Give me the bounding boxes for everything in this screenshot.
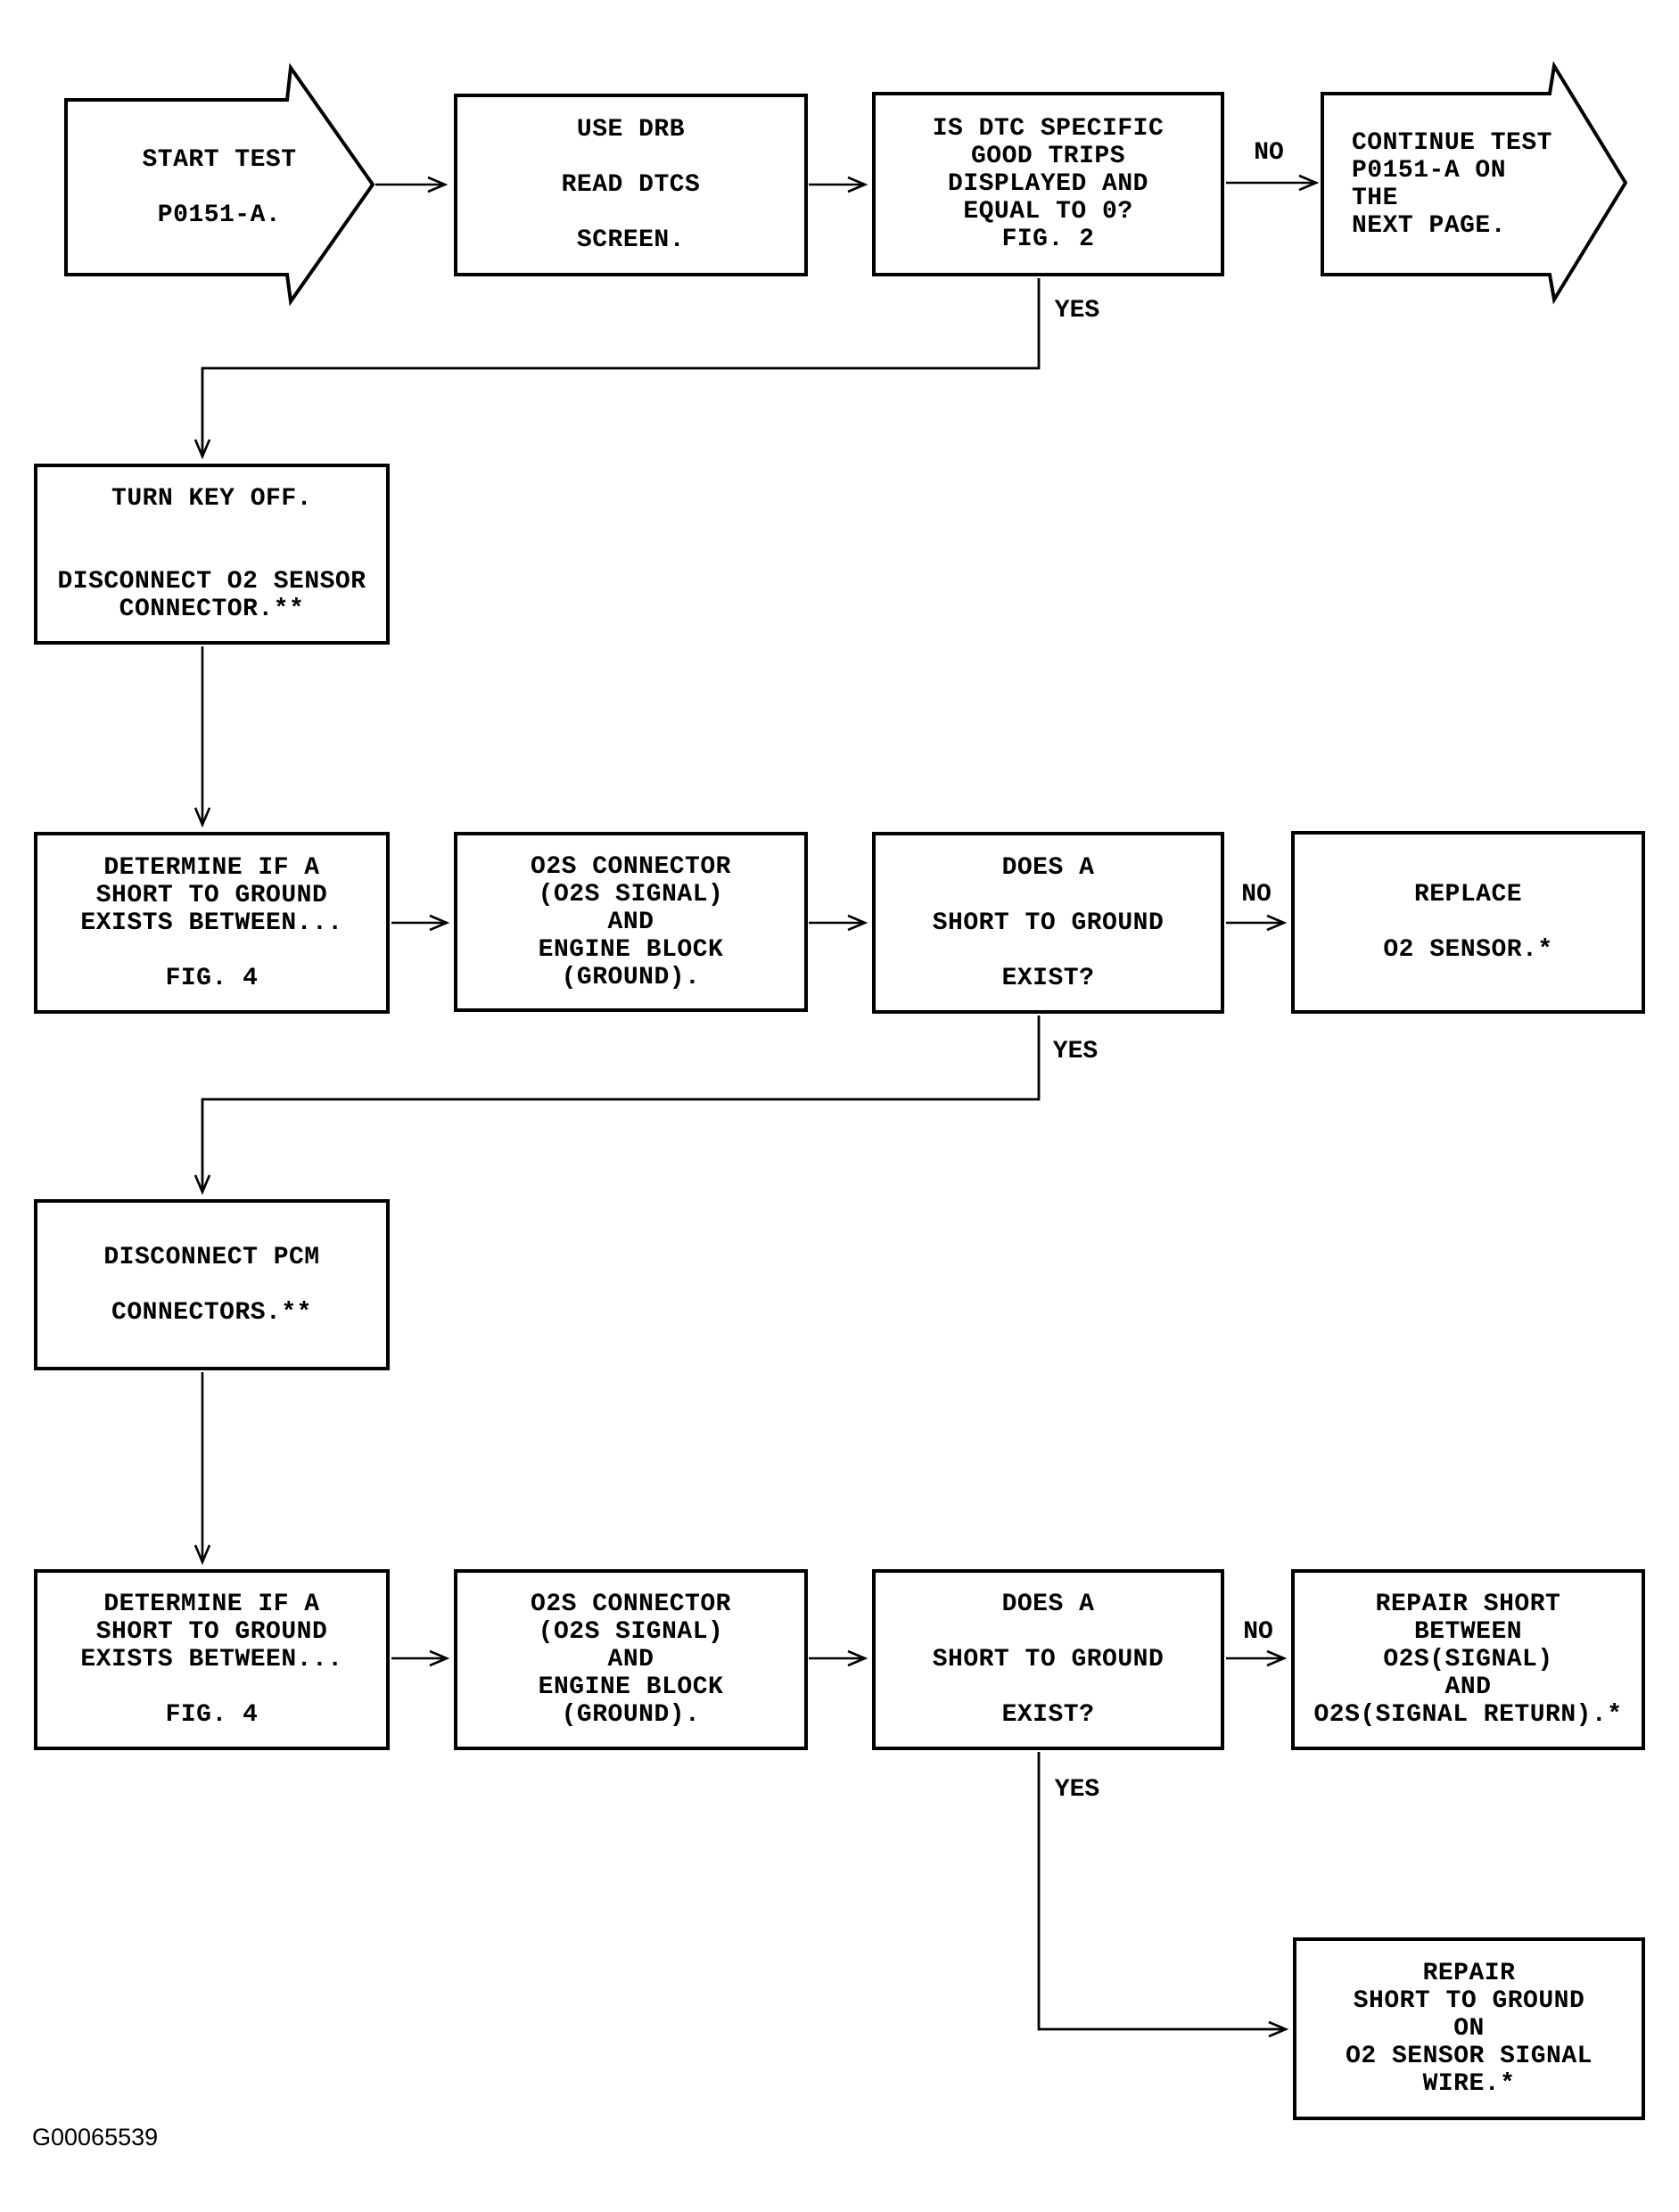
- node-determine-short-1: DETERMINE IF A SHORT TO GROUND EXISTS BE…: [34, 832, 390, 1014]
- node-replace-o2-sensor: REPLACE O2 SENSOR.*: [1291, 831, 1645, 1014]
- start-terminal-shape: [64, 62, 375, 307]
- node-short-exist-2: DOES A SHORT TO GROUND EXIST?: [872, 1569, 1224, 1750]
- node-turn-key-off: TURN KEY OFF. DISCONNECT O2 SENSOR CONNE…: [34, 464, 390, 645]
- figure-id: G00065539: [32, 2124, 159, 2150]
- connector-doesshort1-yes-elbow: [193, 1016, 1041, 1196]
- connector-doesshort2-yes-elbow: [1037, 1752, 1289, 2038]
- label-yes-3: YES: [1054, 1776, 1100, 1804]
- continue-offpage-shape: [1321, 61, 1628, 305]
- label-yes-1: YES: [1054, 297, 1100, 325]
- start-terminal-text: START TEST P0151-A.: [142, 145, 297, 229]
- continue-offpage-text: CONTINUE TEST P0151-A ON THE NEXT PAGE.: [1352, 128, 1552, 240]
- node-use-drb: USE DRB READ DTCS SCREEN.: [454, 94, 808, 276]
- node-repair-short-between: REPAIR SHORT BETWEEN O2S(SIGNAL) AND O2S…: [1291, 1569, 1645, 1750]
- connector-dtccheck-yes-elbow: [193, 278, 1041, 460]
- label-yes-2: YES: [1052, 1038, 1099, 1065]
- node-o2s-connector-1: O2S CONNECTOR (O2S SIGNAL) AND ENGINE BL…: [454, 832, 808, 1012]
- node-repair-short-to-ground: REPAIR SHORT TO GROUND ON O2 SENSOR SIGN…: [1293, 1937, 1645, 2120]
- node-o2s-connector-2: O2S CONNECTOR (O2S SIGNAL) AND ENGINE BL…: [454, 1569, 808, 1750]
- node-disconnect-pcm: DISCONNECT PCM CONNECTORS.**: [34, 1199, 390, 1370]
- label-no-1: NO: [1254, 139, 1284, 167]
- label-no-2: NO: [1241, 881, 1272, 909]
- node-dtc-check: IS DTC SPECIFIC GOOD TRIPS DISPLAYED AND…: [872, 92, 1224, 276]
- node-short-exist-1: DOES A SHORT TO GROUND EXIST?: [872, 832, 1224, 1014]
- node-determine-short-2: DETERMINE IF A SHORT TO GROUND EXISTS BE…: [34, 1569, 390, 1750]
- label-no-3: NO: [1243, 1618, 1273, 1646]
